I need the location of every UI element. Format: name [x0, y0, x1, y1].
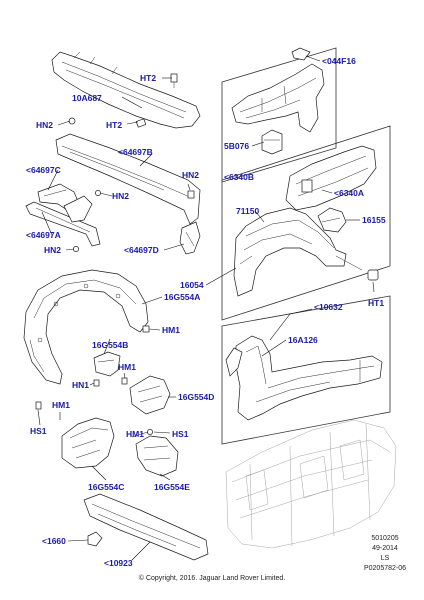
callout-16155[interactable]: 16155 [362, 215, 386, 225]
bracket-5b076-part[interactable] [261, 129, 283, 155]
clip-fastener-icon [93, 379, 100, 387]
callout-hm1-b[interactable]: HM1 [118, 362, 136, 372]
nut-icon [68, 117, 76, 125]
rod [335, 255, 363, 271]
callout-hn2-mid[interactable]: HN2 [112, 191, 129, 201]
callout-10a687[interactable]: 10A687 [72, 93, 102, 103]
nut-icon [95, 190, 101, 196]
callout-hn2-right[interactable]: HN2 [182, 170, 199, 180]
front-side-member-part[interactable] [235, 335, 383, 421]
splash-shield-16g554c-part[interactable] [61, 417, 115, 469]
clip-fastener-icon [142, 325, 150, 333]
drawing-model: LS [380, 555, 390, 562]
nut-icon [73, 246, 79, 252]
cowl-top-part[interactable] [51, 51, 201, 129]
splash-shield-16g554b-part[interactable] [93, 351, 121, 377]
callout-hn1[interactable]: HN1 [72, 380, 89, 390]
callout-hm1-d[interactable]: HM1 [126, 429, 144, 439]
callout-hm1-a[interactable]: HM1 [162, 325, 180, 335]
callout-71150[interactable]: 71150 [236, 206, 259, 216]
splash-shield-16g554e-part[interactable] [135, 435, 179, 477]
callout-6340b[interactable]: <6340B [224, 172, 254, 182]
wheelhouse-71150-part[interactable] [233, 207, 347, 297]
drawing-reference-block: 5010205 49-2014 LS P0205782-06 [352, 534, 418, 574]
bracket-64697a-part[interactable] [25, 195, 101, 247]
bracket-1660-part[interactable] [87, 531, 103, 547]
callout-5b076[interactable]: 5B076 [224, 141, 249, 151]
bracket-64697d-part[interactable] [179, 221, 201, 255]
callout-6340a[interactable]: <6340A [334, 188, 364, 198]
bracket-16155-part[interactable] [317, 207, 347, 233]
bracket-16a126-part[interactable] [225, 347, 243, 377]
body-structure-ghost [225, 419, 397, 549]
callout-64697b[interactable]: <64697B [118, 147, 153, 157]
drawing-code: 5010205 [371, 535, 399, 542]
callout-64697c[interactable]: <64697C [26, 165, 61, 175]
callout-ht2-mid[interactable]: HT2 [106, 120, 122, 130]
panel-mid-right [221, 125, 391, 321]
drawing-number: P0205782-06 [363, 565, 407, 572]
panel-lower-right [221, 295, 391, 445]
callout-10632[interactable]: <10632 [314, 302, 343, 312]
panel-upper-right [221, 47, 337, 183]
bracket-044f16-part[interactable] [291, 47, 311, 61]
cowl-rail-part[interactable] [55, 133, 201, 225]
leader-lines [37, 55, 375, 561]
callout-16054[interactable]: 16054 [180, 280, 204, 290]
callout-ht1[interactable]: HT1 [368, 298, 384, 308]
callout-16g554c[interactable]: 16G554C [88, 482, 124, 492]
clip-fastener-icon [135, 118, 147, 128]
callout-64697d[interactable]: <64697D [124, 245, 159, 255]
callout-044f16[interactable]: <044F16 [322, 56, 356, 66]
callout-ht2-top[interactable]: HT2 [140, 73, 156, 83]
callout-16g554e[interactable]: 16G554E [154, 482, 190, 492]
apron-upper-part[interactable] [285, 145, 377, 211]
clip-fastener-icon [147, 429, 153, 435]
drawing-date: 49-2014 [372, 545, 398, 552]
clip-fastener-icon [187, 190, 195, 199]
callout-hn2-left[interactable]: HN2 [36, 120, 53, 130]
wheel-arch-liner-part[interactable] [23, 269, 149, 385]
plug-ht1-icon [367, 269, 379, 281]
callout-hs1-left[interactable]: HS1 [30, 426, 47, 436]
callout-16g554d[interactable]: 16G554D [178, 392, 214, 402]
callout-16g554a[interactable]: 16G554A [164, 292, 200, 302]
bumper-beam-part[interactable] [83, 493, 209, 561]
callout-hn2-low[interactable]: HN2 [44, 245, 61, 255]
callout-64697a[interactable]: <64697A [26, 230, 61, 240]
clip-fastener-icon [35, 401, 42, 410]
callout-1660[interactable]: <1660 [42, 536, 66, 546]
callout-10923[interactable]: <10923 [104, 558, 133, 568]
apron-reinforcement-part[interactable] [231, 63, 325, 133]
callout-hs1-right[interactable]: HS1 [172, 429, 189, 439]
splash-shield-16g554d-part[interactable] [129, 375, 171, 415]
copyright-notice: © Copyright, 2016. Jaguar Land Rover Lim… [138, 575, 286, 582]
callout-16g554b[interactable]: 16G554B [92, 340, 128, 350]
callout-hm1-c[interactable]: HM1 [52, 400, 70, 410]
clip-fastener-icon [170, 73, 178, 88]
callout-16a126[interactable]: 16A126 [288, 335, 318, 345]
clip-fastener-icon [121, 377, 128, 385]
